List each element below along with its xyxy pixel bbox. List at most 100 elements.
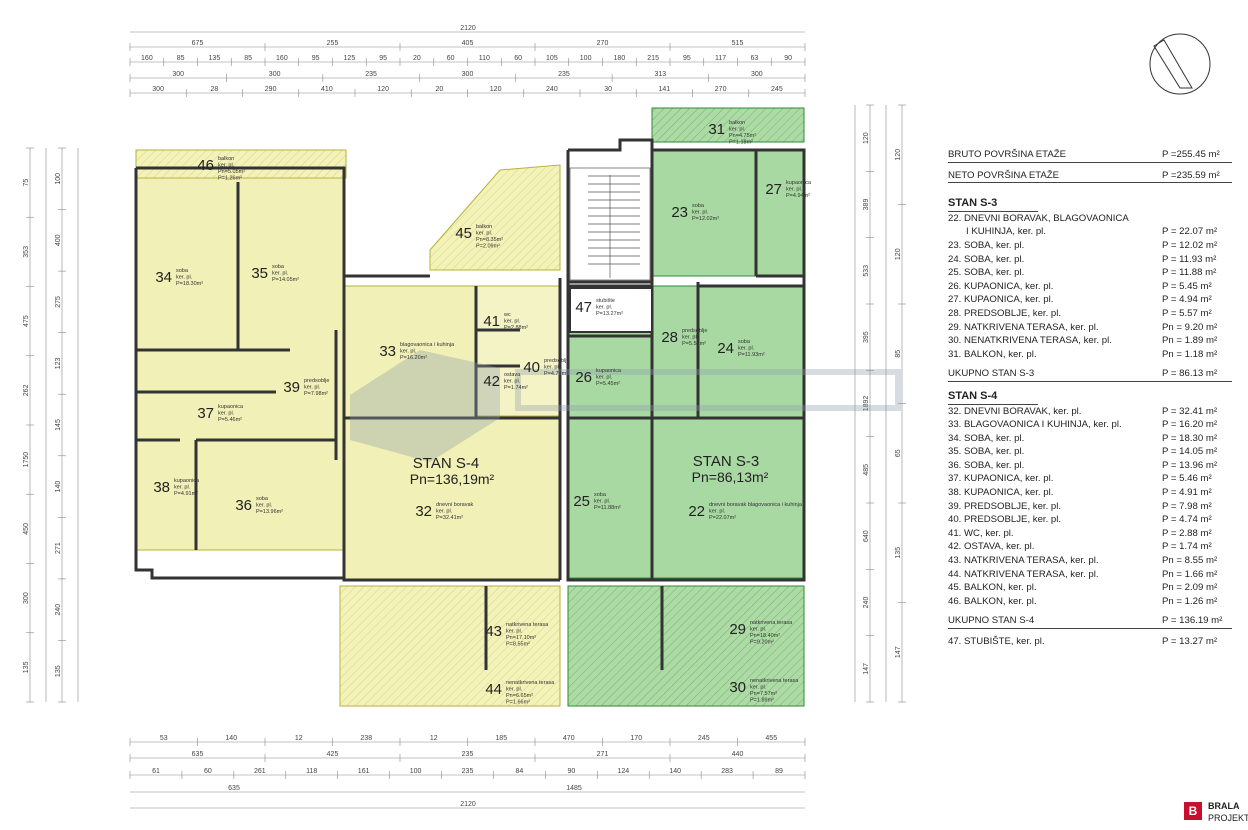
dimension-value: 185 [495, 735, 507, 742]
apartment-s4-zone [135, 149, 561, 707]
s4-item-label: 34. SOBA, ker. pl. [948, 432, 1025, 444]
room-name: blagovaonica i kuhinja [400, 342, 455, 348]
dimension-value: 400 [55, 234, 62, 246]
dimension-value: 275 [55, 296, 62, 308]
room-name: soba [738, 339, 751, 345]
s4-item-value: P = 1.74 m² [1162, 541, 1212, 553]
s4-item: 37. KUPAONICA, ker. pl.P = 5.46 m² [948, 472, 1232, 486]
s4-item-value: P = 2.88 m² [1162, 527, 1212, 539]
s3-item: 29. NATKRIVENA TERASA, ker. pl.Pn = 9.20… [948, 321, 1232, 335]
room-name: soba [594, 492, 607, 498]
room-sub: ker. pl. [596, 305, 613, 311]
dimension-value: 28 [210, 86, 218, 93]
dimension-value: 290 [265, 86, 277, 93]
room-name: soba [176, 268, 189, 274]
dimension-value: 30 [604, 86, 612, 93]
s3-item: 25. SOBA, ker. pl.P = 11.88 m² [948, 266, 1232, 280]
s3-item: 23. SOBA, ker. pl.P = 12.02 m² [948, 239, 1232, 253]
dimension-value: 245 [771, 86, 783, 93]
dimension-value: 145 [55, 419, 62, 431]
room-sub: ker. pl. [504, 319, 521, 325]
s4-item-value: P = 5.46 m² [1162, 473, 1212, 485]
s3-item-label: 24. SOBA, ker. pl. [948, 253, 1025, 265]
dimension-value: 117 [715, 55, 726, 62]
room-name: kupaonica [596, 368, 622, 374]
room-name: balkon [476, 224, 492, 230]
s4-item-value: Pn = 1.66 m² [1162, 568, 1218, 580]
dimension-value: 123 [55, 358, 62, 370]
dimension-value: 270 [715, 86, 727, 93]
brand-name: BRALA [1208, 801, 1240, 811]
s4-item-value: P = 16.20 m² [1162, 419, 1218, 431]
room-p2: P=1.18m² [729, 140, 753, 146]
brand-subtitle: PROJEKT [1208, 813, 1248, 823]
dimension-value: 353 [23, 246, 30, 258]
s3-item-value: P = 5.57 m² [1162, 307, 1212, 319]
room-number: 31 [708, 121, 725, 138]
s4-item: 40. PREDSOBLJE, ker. pl.P = 4.74 m² [948, 513, 1232, 527]
dimension-value: 90 [567, 768, 575, 775]
room-number: 35 [251, 265, 268, 282]
room-p: Pn=6.65m² [506, 693, 533, 699]
dimension-value: 118 [306, 768, 317, 775]
room-name: soba [692, 203, 705, 209]
s3-item-label: 28. PREDSOBLJE, ker. pl. [948, 307, 1062, 319]
dimension-total: 2120 [460, 25, 476, 32]
dimension-value: 140 [669, 768, 681, 775]
room-p2: P=9.20m² [750, 640, 774, 646]
room-p: P=18.30m² [176, 281, 203, 287]
room-p: P=4.74m² [544, 371, 568, 377]
s4-item-label: 32. DNEVNI BORAVAK, ker. pl. [948, 405, 1082, 417]
room-number: 46 [197, 157, 214, 174]
dimension-value: 85 [895, 350, 902, 358]
room-number: 30 [729, 679, 746, 696]
room-p: P=7.98m² [304, 391, 328, 397]
s4-item-label: 33. BLAGOVAONICA I KUHINJA, ker. pl. [948, 419, 1122, 431]
room-sub: ker. pl. [400, 349, 417, 355]
room-p: P=14.05m² [272, 277, 299, 283]
dimension-value: 141 [659, 86, 671, 93]
dimension-value: 238 [360, 735, 372, 742]
s4-item: 42. OSTAVA, ker. pl.P = 1.74 m² [948, 540, 1232, 554]
s3-item-value: Pn = 1.89 m² [1162, 335, 1218, 347]
s4-item: 39. PREDSOBLJE, ker. pl.P = 7.98 m² [948, 500, 1232, 514]
neto-label: NETO POVRŠINA ETAŽE [948, 169, 1060, 181]
s4-item: 35. SOBA, ker. pl.P = 14.05 m² [948, 445, 1232, 459]
room-p: Pn=8.35m² [476, 237, 503, 243]
s3-item-label: 23. SOBA, ker. pl. [948, 239, 1025, 251]
dimension-value: 120 [490, 86, 502, 93]
room-sub: ker. pl. [682, 335, 699, 341]
dimension-value: 170 [630, 735, 642, 742]
room-number: 23 [671, 204, 688, 221]
dimension-value: 160 [141, 55, 153, 62]
dimension-value: 261 [254, 768, 266, 775]
room-p: P=4.91m² [174, 491, 198, 497]
apartment-s4-area: Pn=136,19m² [410, 471, 495, 487]
room-p: P=22.07m² [709, 515, 736, 521]
dimension-value: 120 [895, 248, 902, 260]
s3-item: 28. PREDSOBLJE, ker. pl. P = 5.57 m² [948, 307, 1232, 321]
room-number: 44 [485, 681, 502, 698]
s4-item-label: 40. PREDSOBLJE, ker. pl. [948, 514, 1062, 526]
s4-item-label: 46. BALKON, ker. pl. [948, 595, 1037, 607]
dimension-value: 410 [321, 86, 333, 93]
s4-total-row: UKUPNO STAN S-4 P = 136.19 m² [948, 614, 1232, 629]
dimension-value: 300 [269, 71, 281, 78]
room-p2: P=8.55m² [506, 642, 530, 648]
dimension-value: 450 [23, 523, 30, 535]
s3-item: 26. KUPAONICA, ker. pl.P = 5.45 m² [948, 280, 1232, 294]
s4-item: 32. DNEVNI BORAVAK, ker. pl.P = 32.41 m² [948, 405, 1232, 419]
room-p: P=5.57m² [682, 341, 706, 347]
room-p: Pn=17.10m² [506, 635, 536, 641]
room-sub: ker. pl. [304, 385, 321, 391]
dimension-value: 235 [462, 768, 474, 775]
room-sub: ker. pl. [436, 509, 453, 515]
dimension-value: 61 [152, 768, 160, 775]
room-name: dnevni boravak [436, 502, 474, 508]
